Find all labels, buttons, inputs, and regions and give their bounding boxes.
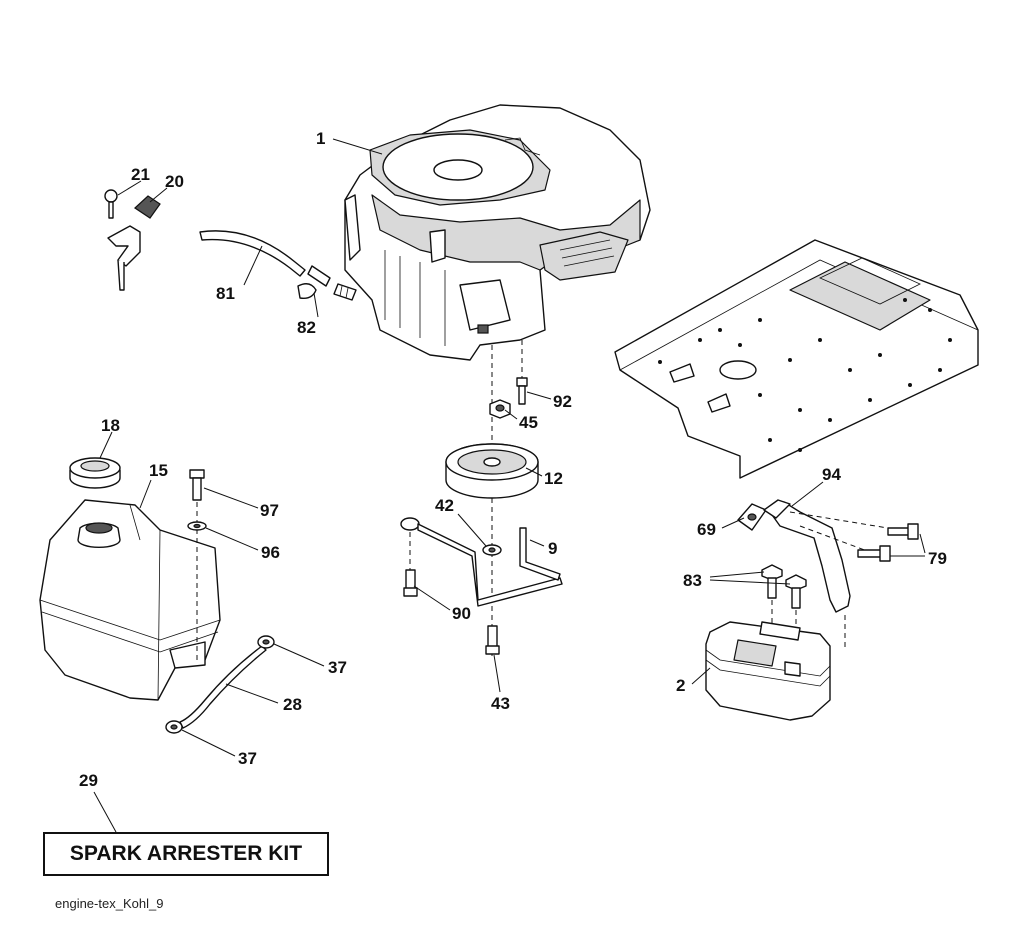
callout-21: 21 bbox=[131, 165, 150, 184]
tank-washer[interactable] bbox=[187, 521, 207, 531]
engine-mount-plate[interactable] bbox=[614, 239, 979, 479]
callout-81: 81 bbox=[216, 284, 235, 303]
bracket-bolt[interactable] bbox=[403, 569, 418, 597]
spark-arrester-kit-label: SPARK ARRESTER KIT bbox=[43, 832, 329, 876]
flange-bolt-right[interactable] bbox=[785, 574, 807, 609]
engine-nut[interactable] bbox=[489, 399, 511, 419]
fuel-filter[interactable] bbox=[297, 265, 357, 301]
callout-69: 69 bbox=[697, 520, 716, 539]
callout-43: 43 bbox=[491, 694, 510, 713]
fuel-hose[interactable] bbox=[199, 230, 306, 277]
callout-37-upper: 37 bbox=[328, 658, 347, 677]
callout-82: 82 bbox=[297, 318, 316, 337]
spacer-washer[interactable] bbox=[482, 544, 502, 556]
callout-9: 9 bbox=[548, 539, 557, 558]
callout-18: 18 bbox=[101, 416, 120, 435]
engine-bolt[interactable] bbox=[516, 377, 528, 405]
engine-assembly[interactable] bbox=[344, 104, 651, 361]
callout-90: 90 bbox=[452, 604, 471, 623]
callout-28: 28 bbox=[283, 695, 302, 714]
muffler-gasket[interactable] bbox=[737, 503, 767, 531]
callout-96: 96 bbox=[261, 543, 280, 562]
diagram-code: engine-tex_Kohl_9 bbox=[55, 896, 164, 911]
callout-97: 97 bbox=[260, 501, 279, 520]
throttle-control[interactable] bbox=[104, 189, 161, 291]
callout-15: 15 bbox=[149, 461, 168, 480]
fuel-tank[interactable] bbox=[39, 499, 221, 701]
leader-lines bbox=[93, 138, 926, 833]
flange-bolt-left[interactable] bbox=[761, 564, 783, 599]
tank-bolt[interactable] bbox=[189, 469, 205, 501]
idler-arm[interactable] bbox=[400, 517, 563, 607]
fuel-cap[interactable] bbox=[69, 457, 121, 489]
callout-83: 83 bbox=[683, 571, 702, 590]
callout-92: 92 bbox=[553, 392, 572, 411]
hose-clamp-lower[interactable] bbox=[165, 720, 183, 734]
callout-29: 29 bbox=[79, 771, 98, 790]
fuel-line[interactable] bbox=[179, 645, 267, 729]
muffler-bolt-upper[interactable] bbox=[887, 523, 919, 540]
pulley-bolt[interactable] bbox=[485, 625, 500, 655]
callout-37-lower: 37 bbox=[238, 749, 257, 768]
callout-labels: 1 21 20 81 82 92 45 12 18 15 97 96 42 9 … bbox=[79, 129, 947, 790]
callout-45: 45 bbox=[519, 413, 538, 432]
callout-94: 94 bbox=[822, 465, 841, 484]
callout-42: 42 bbox=[435, 496, 454, 515]
exhaust-pipe[interactable] bbox=[763, 499, 851, 613]
muffler-bolt-lower[interactable] bbox=[857, 545, 891, 562]
callout-79: 79 bbox=[928, 549, 947, 568]
callout-20: 20 bbox=[165, 172, 184, 191]
rod-pin[interactable] bbox=[519, 527, 561, 581]
callout-2: 2 bbox=[676, 676, 685, 695]
muffler[interactable] bbox=[705, 621, 831, 721]
hose-clamp-upper[interactable] bbox=[257, 635, 275, 649]
callout-1: 1 bbox=[316, 129, 325, 148]
drive-pulley[interactable] bbox=[445, 443, 539, 499]
callout-12: 12 bbox=[544, 469, 563, 488]
